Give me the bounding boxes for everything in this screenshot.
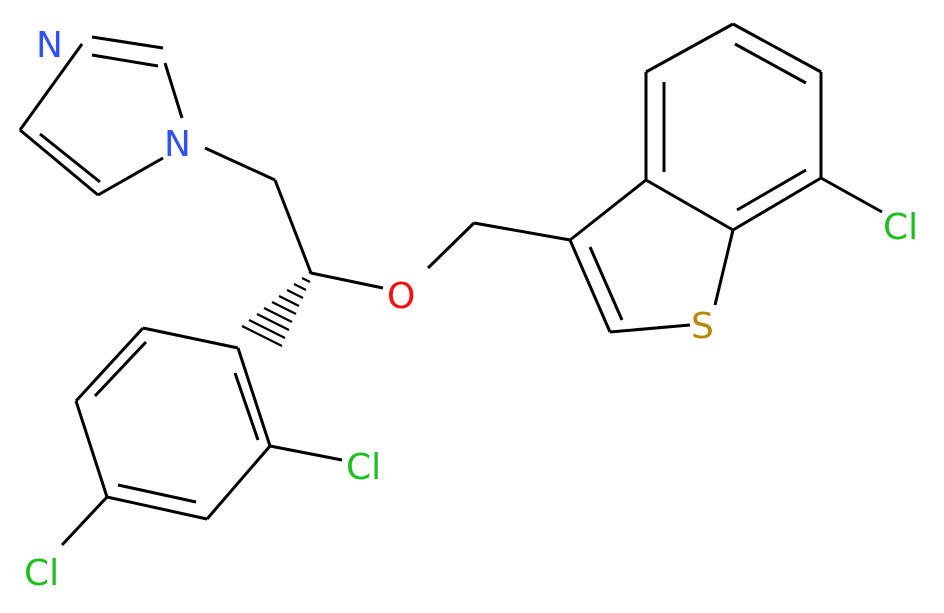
bond <box>736 168 807 212</box>
bond <box>426 221 476 270</box>
bond <box>713 229 735 306</box>
bond <box>97 156 164 197</box>
bond <box>74 400 109 498</box>
hashed-wedge-bond <box>241 271 314 347</box>
atom-label-nitrogen: N <box>36 25 63 66</box>
bond <box>820 176 883 214</box>
bond <box>310 271 384 290</box>
bond <box>163 62 184 119</box>
atom-label-chlorine: Cl <box>24 553 59 594</box>
bond <box>734 42 807 85</box>
bond <box>60 495 109 547</box>
bond <box>142 326 239 350</box>
bond <box>645 22 734 74</box>
atom-label-chlorine: Cl <box>346 447 381 488</box>
bond <box>91 35 164 50</box>
bond <box>732 176 822 232</box>
bond <box>106 495 208 521</box>
bond <box>569 178 647 242</box>
dichlorophenyl-ring <box>60 326 343 547</box>
bond <box>19 128 99 197</box>
bond <box>588 246 624 321</box>
bond <box>273 179 313 274</box>
atom-label-sulfur: S <box>691 306 714 347</box>
bond <box>91 53 159 68</box>
bond <box>233 372 260 441</box>
bond <box>18 43 84 131</box>
bond <box>93 340 148 398</box>
linker-chain <box>204 146 571 290</box>
bond <box>473 221 571 242</box>
bond <box>609 323 691 334</box>
imidazole-ring <box>18 35 184 197</box>
bond <box>236 347 272 447</box>
bond <box>269 444 343 462</box>
atom-label-chlorine: Cl <box>883 207 918 248</box>
bond <box>568 239 612 333</box>
atom-label-nitrogen: N <box>164 124 191 165</box>
bond <box>117 483 197 504</box>
bond <box>204 146 276 182</box>
bond <box>74 326 145 403</box>
bond <box>645 178 734 232</box>
bond <box>205 445 272 520</box>
bond <box>39 132 101 184</box>
benzothiophene-ring <box>568 22 883 334</box>
atom-label-oxygen: O <box>387 276 415 317</box>
bond <box>732 22 822 74</box>
